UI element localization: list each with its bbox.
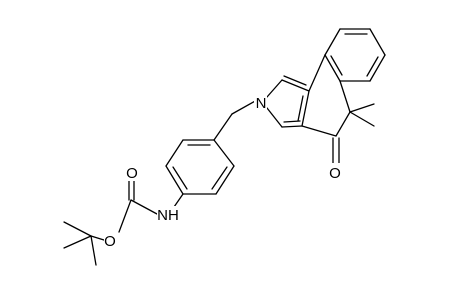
atom-label-nh: NH bbox=[157, 206, 179, 224]
pyrrole-ring bbox=[266, 75, 310, 128]
ketone-double-bond bbox=[332, 137, 340, 164]
cyclohexanone-ring bbox=[297, 54, 351, 137]
o-ester-text: O bbox=[104, 233, 116, 250]
tert-butyl-group bbox=[63, 221, 97, 266]
carbamate-group bbox=[90, 177, 158, 241]
aryl-nh-bond bbox=[173, 193, 184, 208]
o-ketone-text: O bbox=[329, 165, 341, 182]
gem-dimethyl bbox=[349, 103, 375, 127]
methylene-linker bbox=[213, 99, 258, 141]
atom-label-n-pyrrole: N bbox=[254, 93, 267, 112]
atom-label-o-ketone: O bbox=[329, 163, 342, 182]
o-carbonyl-text: O bbox=[126, 165, 138, 182]
n-pyrrole-text: N bbox=[256, 95, 267, 112]
nh-text: NH bbox=[157, 207, 179, 224]
atom-label-o-carbonyl: O bbox=[126, 164, 139, 182]
benzene-ring-right bbox=[324, 28, 386, 82]
atom-label-o-ester: O bbox=[104, 232, 117, 250]
benzene-ring-para bbox=[165, 139, 235, 195]
